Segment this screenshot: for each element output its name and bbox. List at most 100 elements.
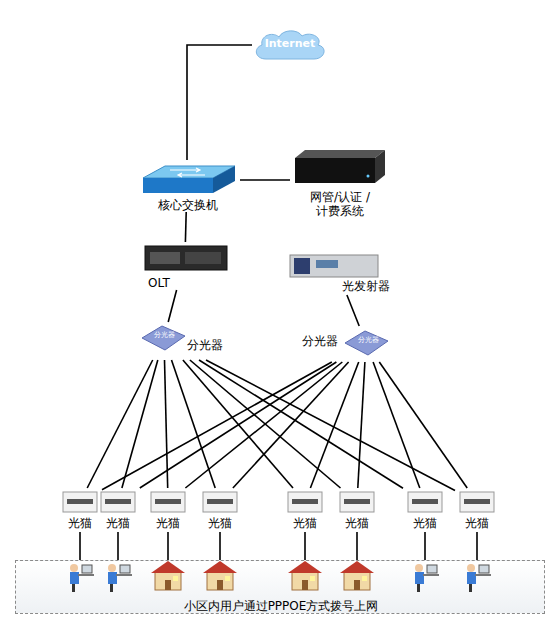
modem-icon [340,492,374,512]
person-head [70,564,78,572]
modem-strip [412,499,438,504]
modem-strip [67,499,93,504]
server-led [367,175,370,178]
transmitter-panel [294,258,310,274]
node-label: 分光器 [142,331,186,340]
modem-icon [288,492,322,512]
modem-icon [151,492,185,512]
house-wall [207,572,233,590]
connector-line [185,212,187,242]
house-door [165,580,171,590]
person-legs [417,584,420,592]
person-desk [475,574,491,576]
person-body [108,572,117,584]
connector-line [240,179,290,181]
node-label: 光猫 [283,516,327,530]
node-label: 光猫 [403,516,447,530]
person-head [467,564,475,572]
node-label: 核心交换机 [135,198,240,212]
modem-strip [344,499,370,504]
olt-ports [150,252,180,264]
connector-line [219,532,221,560]
modem-strip [155,499,181,504]
node-label: 光猫 [146,516,190,530]
modem-icon [460,492,494,512]
connector-line [233,362,349,488]
person-desk [78,574,94,576]
house-door [217,580,223,590]
modem-strip [464,499,490,504]
olt-ports [185,252,221,264]
person-head [108,564,116,572]
connector-line [310,362,358,488]
server-side [375,150,385,183]
olt-chassis [145,246,227,270]
node-label: 光猫 [198,516,242,530]
node-label: 分光器 [302,334,348,348]
connector-line [168,290,176,322]
connector-line [424,532,426,560]
connector-line [347,295,359,326]
cloud-node: Internet [252,28,328,62]
node-label: 光猫 [96,516,140,530]
house-wall [344,572,370,590]
connector-line [373,362,420,488]
connector-line [358,362,365,488]
splitter-icon [142,326,185,350]
connector-line [476,532,478,560]
connector-line [87,360,153,488]
server-top [295,150,385,158]
node-label: 光猫 [58,516,102,530]
connector-line [187,45,252,160]
node-label: 光猫 [455,516,499,530]
person-head [415,564,423,572]
switch-arrows [170,168,205,177]
house-window [225,576,230,581]
connector-line [356,532,358,560]
connector-line [379,362,467,488]
house-wall [155,572,181,590]
person-body [415,572,424,584]
connector-line [102,362,332,490]
house-wall [292,572,318,590]
person-monitor [82,565,92,573]
person-monitor [427,565,437,573]
person-legs [110,584,113,592]
person-legs [469,584,472,592]
modem-icon [63,492,97,512]
connector-line [206,360,455,491]
house-window [173,576,178,581]
modem-icon [408,492,442,512]
person-desk [423,574,439,576]
node-label: 分光器 [187,338,235,352]
transmitter-chassis [290,255,378,277]
connector-line [165,360,168,488]
user-band: 小区内用户通过PPPOE方式拨号上网 [15,560,545,614]
person-legs [72,584,75,592]
modem-strip [105,499,131,504]
modem-strip [207,499,233,504]
node-label: 网管/认证 /计费系统 [307,190,373,218]
house-window [310,576,315,581]
person-body [467,572,476,584]
connector-line [185,362,342,488]
house-door [354,580,360,590]
server-front [295,158,375,183]
connector-line [117,532,119,560]
node-label: OLT [148,276,188,290]
person-body [70,572,79,584]
switch-front [143,178,213,193]
node-label: 分光器 [344,336,392,345]
person-monitor [120,565,130,573]
house-door [302,580,308,590]
house-window [362,576,367,581]
connector-line [304,532,306,560]
node-label: 小区内用户通过PPPOE方式拨号上网 [16,599,546,613]
node-label: 光猫 [335,516,379,530]
splitter-node: 分光器分光器 [300,326,392,362]
transmitter-display [316,260,338,268]
switch-side [213,166,235,193]
person-desk [116,574,132,576]
modem-strip [292,499,318,504]
